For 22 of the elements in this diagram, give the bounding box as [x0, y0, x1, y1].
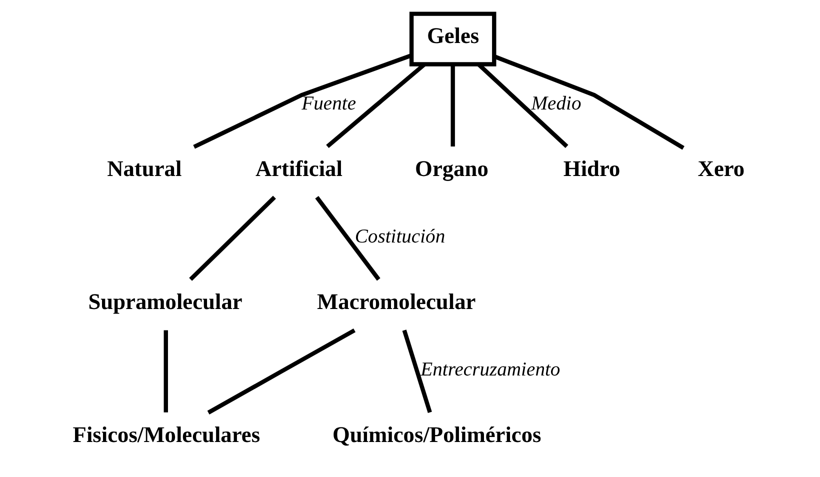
node-text: Macromolecular — [316, 288, 476, 314]
edge-label: Fuente — [301, 93, 356, 114]
connector — [188, 196, 276, 281]
connector — [493, 54, 684, 150]
connector — [163, 330, 168, 412]
connector — [192, 53, 412, 149]
node-text: Hidro — [562, 156, 620, 181]
edge-label: Costitución — [354, 226, 445, 248]
node-text: Xero — [697, 156, 744, 181]
node-text: Artificial — [254, 156, 342, 181]
edge-label: Medio — [530, 93, 581, 114]
node-text: Organo — [414, 156, 488, 181]
connector — [402, 330, 432, 414]
edge-label: Entrecruzamiento — [420, 359, 560, 380]
node-text: Supramolecular — [88, 288, 242, 314]
node-text: Químicos/Poliméricos — [332, 422, 541, 447]
connector — [314, 196, 380, 281]
node-box: Geles — [408, 12, 496, 66]
connector — [206, 328, 356, 414]
connector — [450, 64, 454, 146]
node-text: Natural — [106, 156, 182, 181]
node-text: Fisicos/Moleculares — [72, 422, 260, 447]
